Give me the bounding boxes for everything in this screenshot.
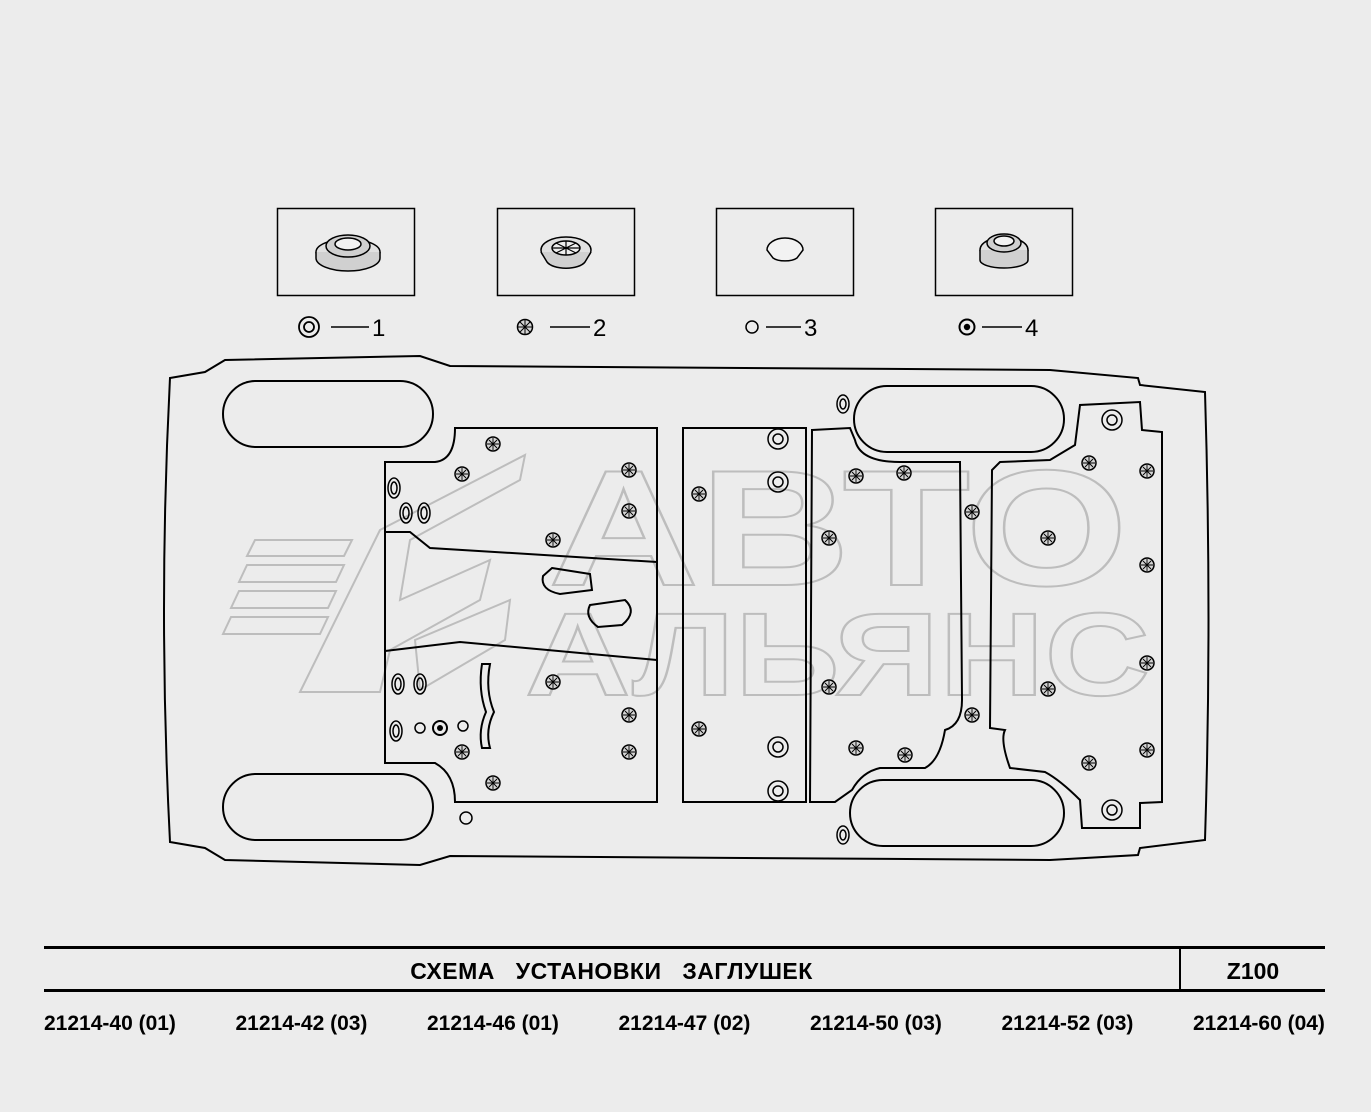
plug-marker (848, 740, 864, 756)
plug-marker (414, 722, 426, 734)
plug-marker (1040, 681, 1056, 697)
plug-marker (964, 707, 980, 723)
cutout-lower (587, 598, 632, 629)
plug-marker (454, 466, 470, 482)
plug-type-2-illustration (540, 236, 592, 269)
plug-marker (485, 775, 501, 791)
wheel-arch-front-right (222, 773, 434, 841)
plug-type-2-icon (516, 318, 534, 336)
plug-marker (1040, 530, 1056, 546)
plug-marker (1139, 557, 1155, 573)
plug-type-1-icon (298, 316, 320, 338)
legend-number-3: 3 (804, 315, 817, 342)
legend-number-4: 4 (1025, 315, 1038, 342)
legend-item-4: 4 (934, 207, 1074, 342)
plug-marker (1081, 755, 1097, 771)
plug-type-1-illustration (315, 234, 381, 272)
plug-marker (1139, 742, 1155, 758)
plug-type-3-icon (745, 320, 759, 334)
legend-number-2: 2 (593, 315, 606, 342)
trunk-floor-panel (988, 400, 1163, 829)
plug-legend: 1 2 3 (276, 207, 1074, 342)
front-floor-panel (384, 427, 658, 803)
plug-marker (621, 744, 637, 760)
rear-floor-panel (808, 426, 964, 803)
plug-marker (545, 674, 561, 690)
model-code: 21214-47 (02) (618, 1012, 751, 1035)
plug-marker (417, 502, 431, 524)
plug-marker (836, 825, 850, 845)
wavy-slot (479, 663, 496, 749)
plug-marker (387, 477, 401, 499)
model-code: 21214-52 (03) (1001, 1012, 1134, 1035)
cutout-upper (541, 566, 594, 596)
plug-marker (621, 503, 637, 519)
plug-marker (691, 721, 707, 737)
wheel-arch-front-left (222, 380, 434, 448)
type-1-plugs (387, 394, 1123, 845)
diagram-code: Z100 (1226, 958, 1280, 984)
legend-item-3: 3 (715, 207, 855, 342)
plug-marker (457, 720, 469, 732)
plug-type-4-illustration (979, 233, 1029, 269)
watermark: АВТО АЛЬЯНС (221, 435, 1151, 722)
car-underbody (163, 354, 1210, 867)
plug-marker (413, 673, 427, 695)
plug-marker (821, 530, 837, 546)
plug-marker (1101, 799, 1123, 821)
middle-floor-panel (682, 427, 807, 803)
tunnel-line-upper (385, 531, 658, 563)
plug-marker (767, 736, 789, 758)
plug-marker (767, 780, 789, 802)
plug-marker (836, 394, 850, 414)
plug-type-4-icon (958, 318, 976, 336)
plug-marker (848, 468, 864, 484)
watermark-logo (221, 453, 527, 693)
plug-type-3-illustration (766, 237, 804, 262)
tunnel-line-lower (384, 640, 658, 661)
plug-marker (821, 679, 837, 695)
type-4-plugs (432, 720, 448, 736)
plug-marker (767, 428, 789, 450)
plug-marker (621, 707, 637, 723)
legend-item-2: 2 (496, 207, 636, 342)
plug-marker (454, 744, 470, 760)
plug-marker (389, 720, 403, 742)
watermark-line1: АВТО (548, 436, 1128, 620)
model-code: 21214-60 (04) (1193, 1012, 1325, 1035)
type-2-plugs (454, 436, 1155, 791)
plug-marker (399, 502, 413, 524)
model-code: 21214-42 (03) (235, 1012, 368, 1035)
title-block: СХЕМА УСТАНОВКИ ЗАГЛУШЕК Z100 (44, 946, 1325, 992)
title-divider (1179, 949, 1181, 989)
body-outline (163, 354, 1210, 867)
plug-marker (459, 811, 473, 825)
plug-marker (767, 471, 789, 493)
legend-number-1: 1 (372, 315, 385, 342)
diagram-title: СХЕМА УСТАНОВКИ ЗАГЛУШЕК (410, 958, 813, 984)
model-list: 21214-40 (01) 21214-42 (03) 21214-46 (01… (44, 1012, 1325, 1036)
plug-marker (1101, 409, 1123, 431)
model-code: 21214-40 (01) (44, 1012, 176, 1035)
legend-item-1: 1 (276, 207, 416, 342)
plug-marker (964, 504, 980, 520)
plug-marker (432, 720, 448, 736)
wheel-arch-rear-left (853, 385, 1065, 453)
plug-marker (621, 462, 637, 478)
watermark-line2: АЛЬЯНС (525, 589, 1150, 721)
model-code: 21214-46 (01) (427, 1012, 559, 1035)
plug-marker (1139, 463, 1155, 479)
plug-marker (545, 532, 561, 548)
plug-marker (691, 486, 707, 502)
model-code: 21214-50 (03) (810, 1012, 942, 1035)
plug-marker (1139, 655, 1155, 671)
plug-marker (1081, 455, 1097, 471)
plug-marker (485, 436, 501, 452)
type-3-plugs (414, 720, 473, 825)
plug-marker (896, 465, 912, 481)
wheel-arch-rear-right (849, 779, 1065, 847)
plug-marker (897, 747, 913, 763)
plug-marker (391, 673, 405, 695)
